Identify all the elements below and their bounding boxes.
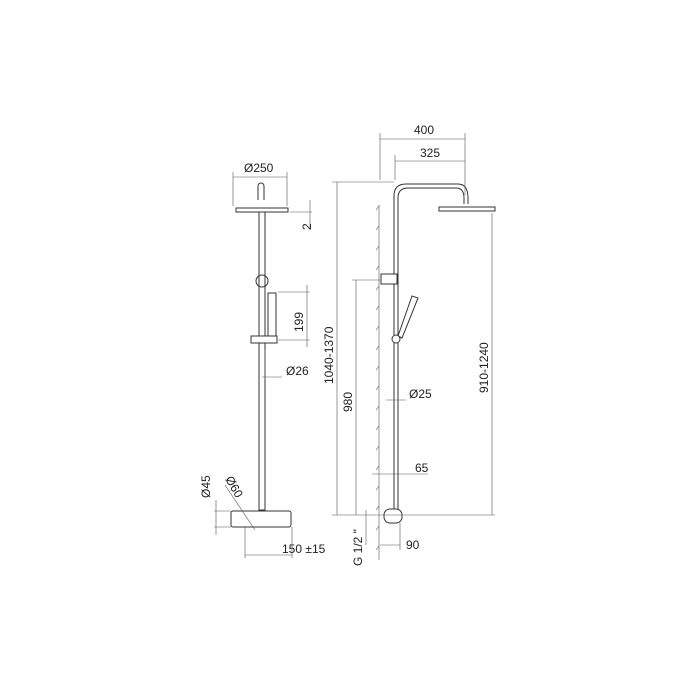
wall-bracket xyxy=(380,273,398,285)
mixer-diameter-label: Ø60 xyxy=(222,474,246,501)
handshower-front xyxy=(267,292,277,342)
head-height-label: 910-1240 xyxy=(477,342,491,393)
riser-and-arm xyxy=(393,183,469,515)
pipe-diameter-label: Ø25 xyxy=(409,387,432,401)
head-connector xyxy=(257,182,265,200)
side-view: 400 325 1040-1370 980 910-1240 Ø25 65 G … xyxy=(322,123,496,566)
rain-head-front xyxy=(235,207,289,213)
wall-distance-label: 65 xyxy=(415,461,429,475)
riser-pipe-front xyxy=(258,211,266,511)
overall-projection-label: 400 xyxy=(414,123,434,137)
slider-front xyxy=(250,335,278,344)
head-thickness-label: 2 xyxy=(300,223,314,230)
slider-side xyxy=(391,334,401,344)
outlet-diameter-label: Ø45 xyxy=(199,475,213,498)
handshower-length-label: 199 xyxy=(292,312,306,332)
wall-hatching xyxy=(375,205,380,551)
rail-bracket xyxy=(255,274,269,288)
front-view: Ø250 2 199 Ø26 Ø45 Ø60 150 ±15 xyxy=(199,161,326,558)
mixer-depth-label: 90 xyxy=(406,538,420,552)
mixer-body-front xyxy=(230,510,292,528)
arm-projection-label: 325 xyxy=(420,146,440,160)
handshower-side xyxy=(397,295,419,339)
mixer-side xyxy=(383,508,403,524)
total-height-label: 1040-1370 xyxy=(322,326,336,384)
head-diameter-label: Ø250 xyxy=(244,161,274,175)
rain-head-side xyxy=(438,206,496,212)
inlet-spacing-label: 150 ±15 xyxy=(282,542,326,556)
bracket-height-label: 980 xyxy=(341,392,355,412)
rail-diameter-label: Ø26 xyxy=(286,364,309,378)
connection-label: G 1/2 " xyxy=(351,529,365,566)
